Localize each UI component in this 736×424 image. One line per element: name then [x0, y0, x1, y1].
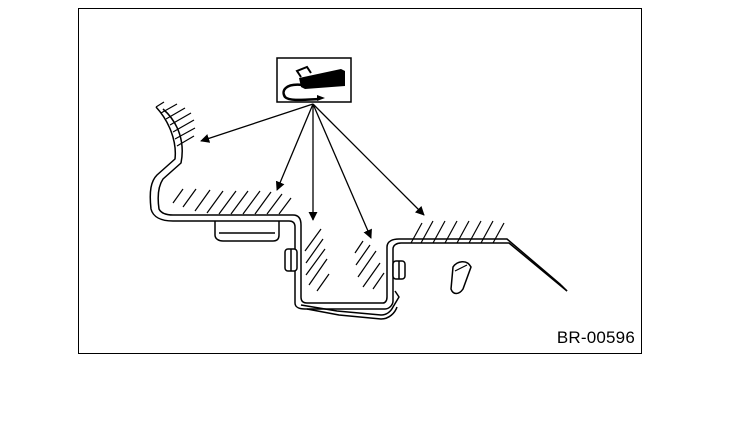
lubrication-arrows: [200, 103, 425, 239]
arrow-to-clevis: [312, 103, 372, 239]
arrow-to-bracket: [275, 103, 314, 191]
mount-bracket: [214, 221, 280, 242]
pedal-arm-outer: [149, 106, 568, 310]
pedal-assembly: [149, 106, 568, 320]
figure-frame: BR-00596: [78, 8, 642, 354]
pedal-arm-inner: [157, 108, 562, 304]
brake-pedal-lubrication-diagram: [149, 57, 568, 320]
arrow-to-pedal-arm: [312, 103, 425, 216]
figure-reference-code: BR-00596: [556, 328, 635, 347]
grease-hatching: [155, 101, 505, 292]
arrow-to-pivot: [200, 103, 314, 143]
pin-bushings: [284, 248, 406, 280]
lower-link: [300, 290, 400, 316]
grease-gun-icon: [276, 57, 352, 103]
stop-lamp-bumper: [450, 261, 472, 295]
